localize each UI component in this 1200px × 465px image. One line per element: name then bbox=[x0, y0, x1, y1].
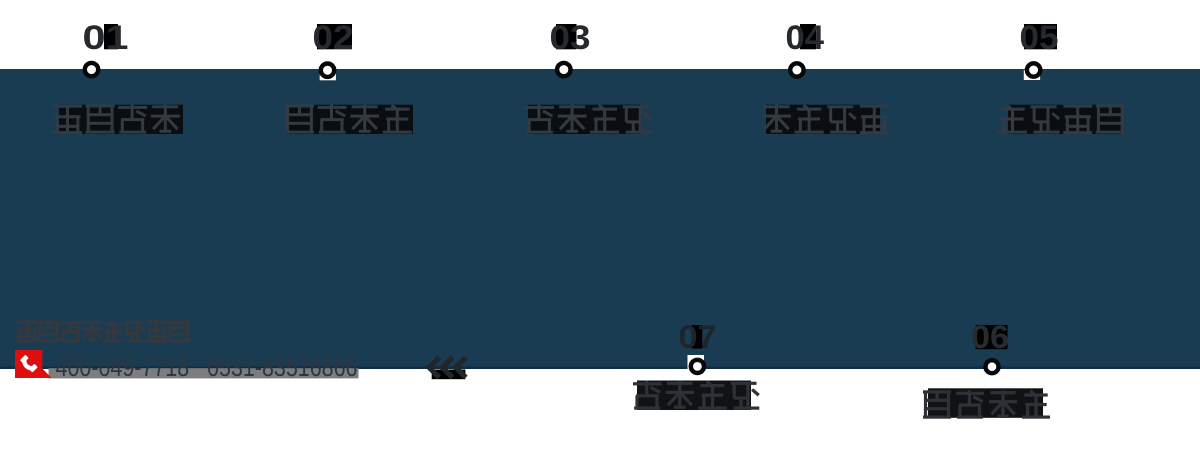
svg-text:06: 06 bbox=[971, 319, 1009, 355]
svg-text:04: 04 bbox=[786, 19, 825, 57]
svg-text:400-049-7718 0531-83516866: 400-049-7718 0531-83516866 bbox=[56, 354, 358, 382]
svg-text:02: 02 bbox=[313, 19, 354, 57]
svg-text:03: 03 bbox=[550, 19, 591, 57]
svg-text:07: 07 bbox=[679, 319, 717, 355]
svg-text:05: 05 bbox=[1020, 19, 1059, 57]
svg-text:01: 01 bbox=[83, 19, 129, 57]
